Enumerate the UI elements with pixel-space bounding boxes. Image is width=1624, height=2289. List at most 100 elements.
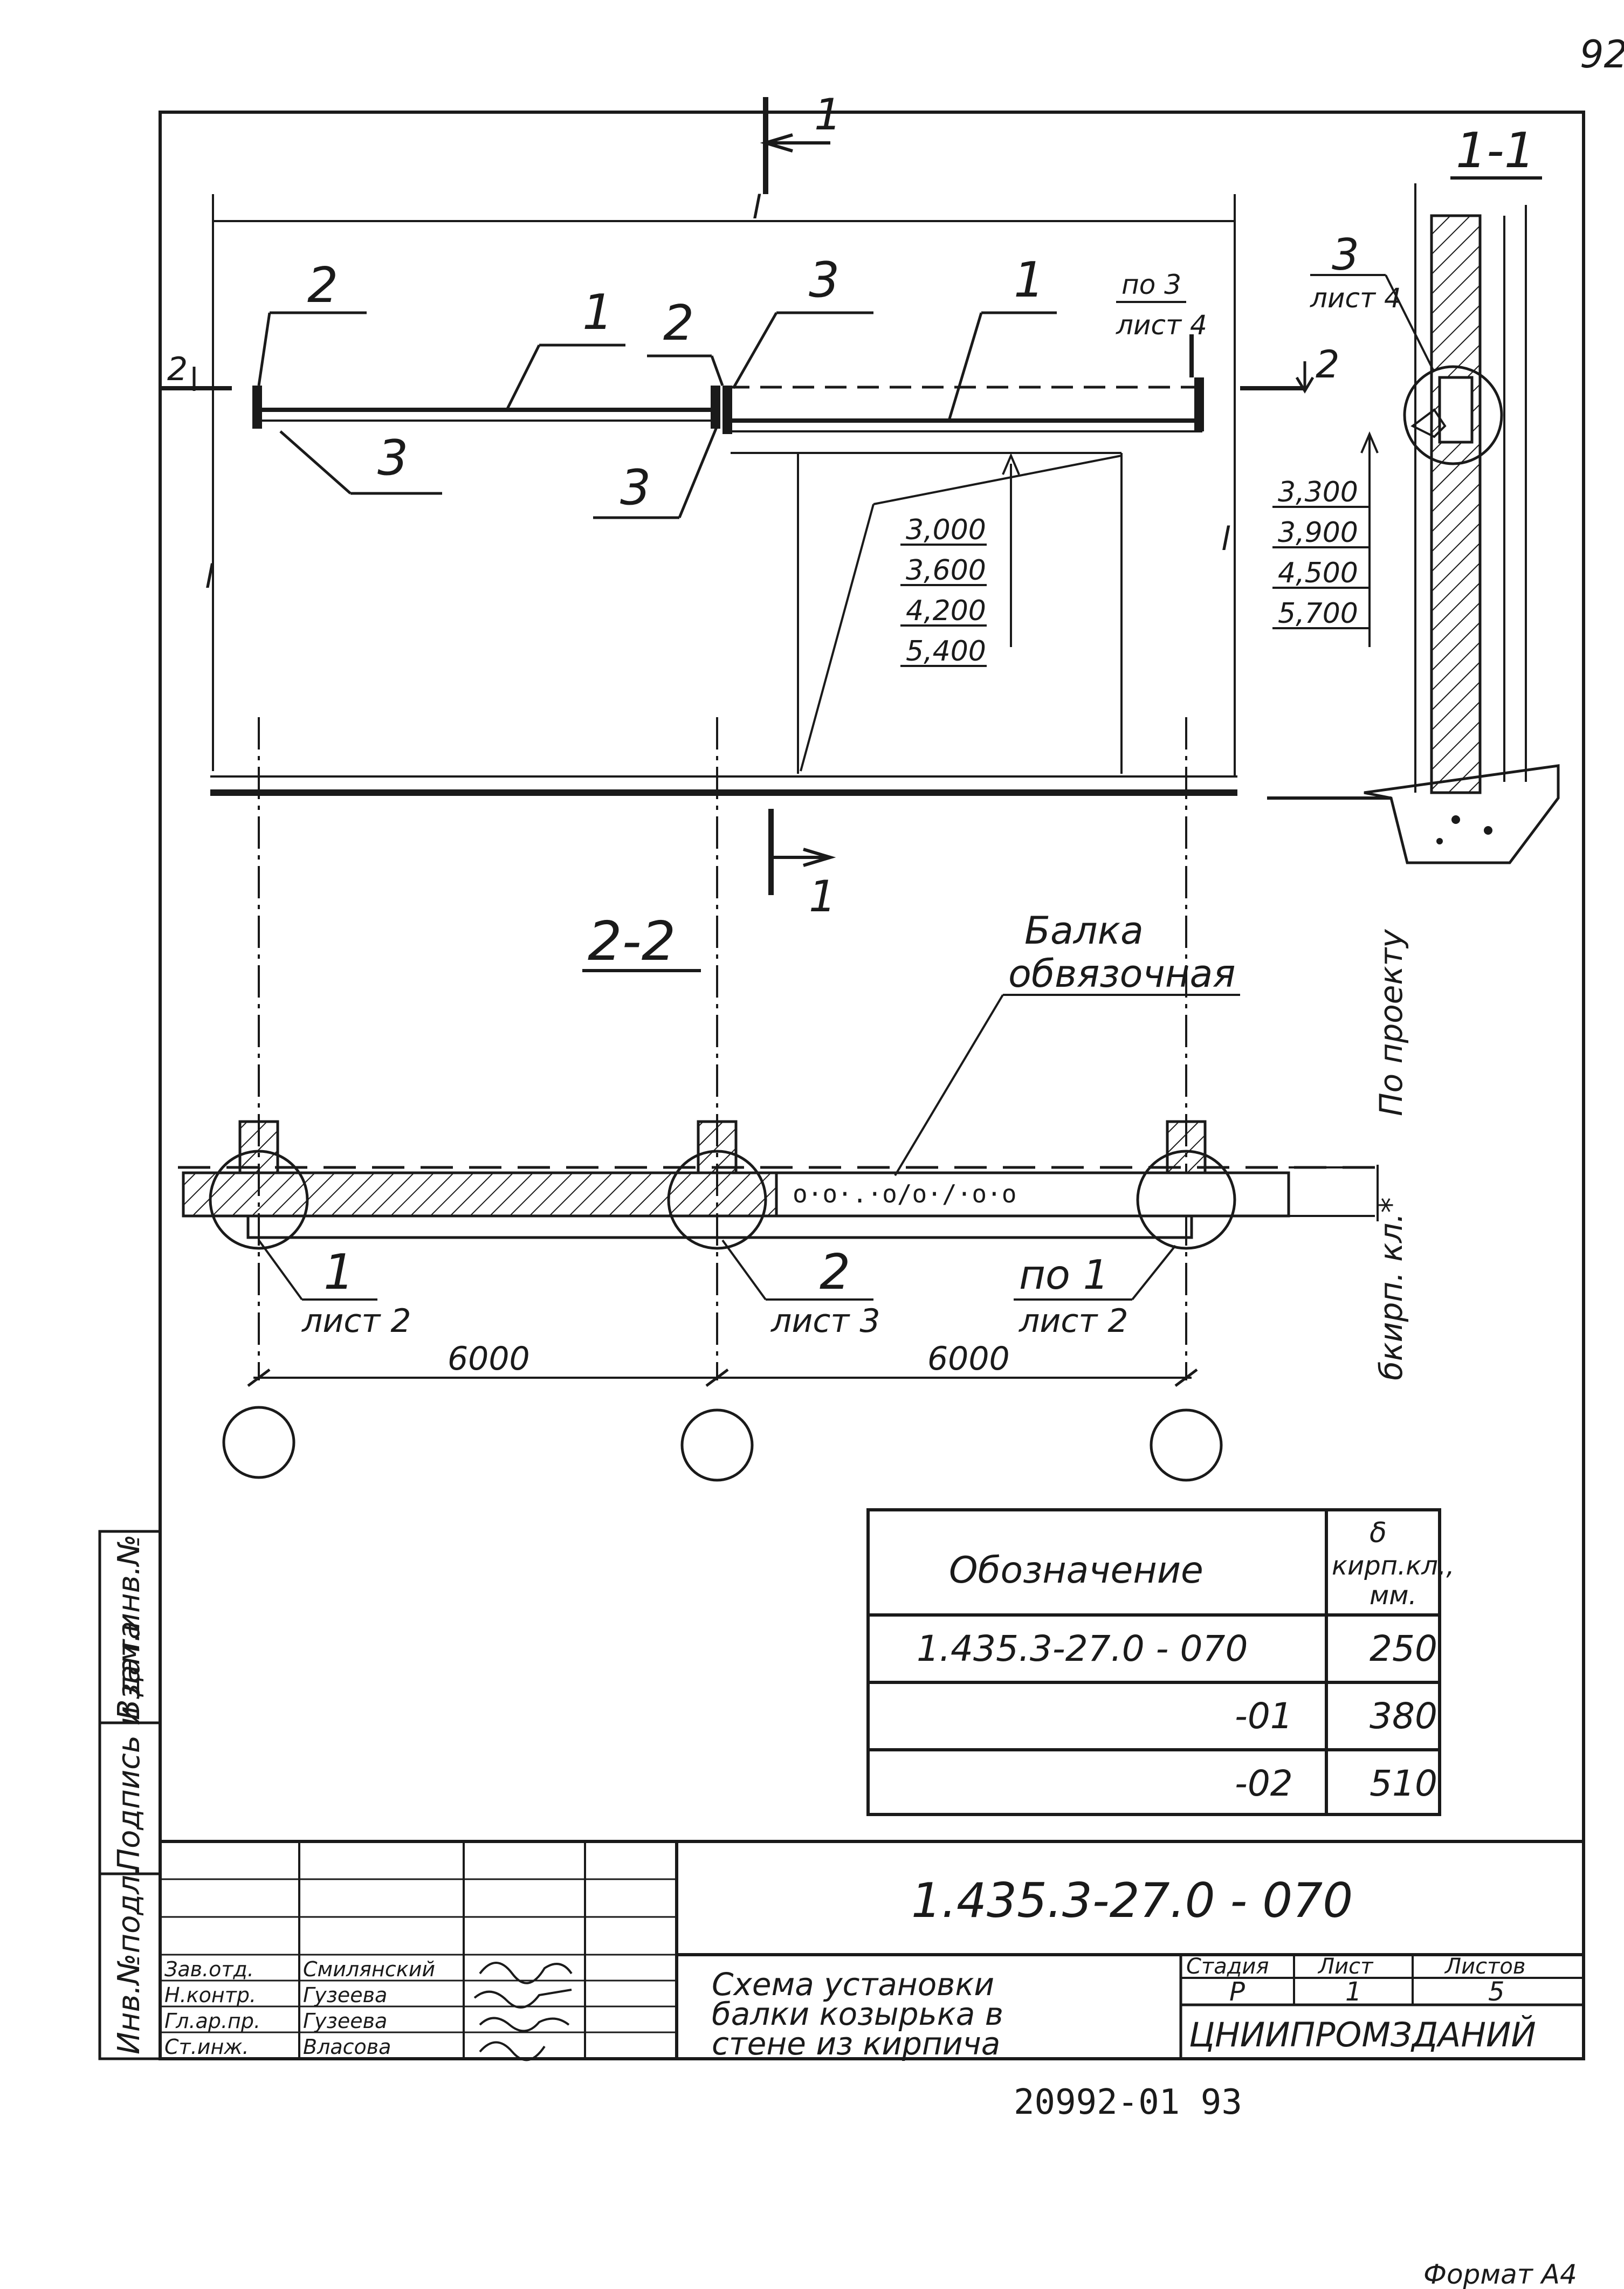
section-2-2-title: 2-2 [588, 910, 676, 973]
sheet-header: Лист [1317, 1954, 1374, 1979]
axis-bubble-2 [680, 1408, 754, 1482]
signature-3 [479, 2017, 570, 2032]
node-1-circle [209, 1150, 309, 1250]
callout-list4: лист 4 [1116, 310, 1207, 341]
brick-wall-section [1430, 214, 1482, 794]
node-2-sheet: лист 3 [770, 1302, 880, 1340]
side-label-brick: бкирп. кл.* [1373, 1197, 1409, 1380]
node-circle-section [1403, 365, 1503, 465]
name-1: Смилянский [303, 1957, 435, 1981]
section-1-1: 1-1 3 лист 4 [1267, 122, 1560, 864]
signature-date-label: Подпись и дата [112, 1621, 147, 1871]
beam-label-2: обвязочная [1008, 952, 1236, 996]
callout-3-mid-bottom: 3 [620, 459, 651, 516]
node-2-number: 2 [820, 1244, 850, 1301]
table-row-1-designation: 1.435.3-27.0 - 070 [917, 1628, 1248, 1669]
foundation-detail [1364, 764, 1560, 864]
sheets-value: 5 [1488, 1977, 1505, 2007]
inv-original-label: Инв.№подл. [112, 1865, 147, 2054]
title-block: Зав.отд. Смилянский Н.контр. Гузеева Гл.… [160, 1840, 1584, 2062]
callout-3-mid-top: 3 [809, 252, 839, 308]
beam-label-1: Балка [1024, 909, 1144, 953]
height-right-3: 4,500 [1278, 557, 1358, 589]
node-3-circle [1136, 1150, 1236, 1250]
node-1-number: 1 [324, 1244, 354, 1301]
left-margin-strip: Инв.№подл. Подпись и дата Взам.инв.№ [98, 1530, 162, 2060]
role-4: Ст.инж. [164, 2035, 249, 2059]
role-2: Н.контр. [164, 1983, 256, 2007]
cut-2-right-label: 2 [1316, 342, 1340, 387]
section-1-1-title: 1-1 [1456, 122, 1535, 179]
signature-2 [473, 1989, 572, 2009]
callout-3-left: 3 [377, 430, 408, 486]
spec-table: Обозначение δ кирп.кл., мм. 1.435.3-27.0… [866, 1508, 1454, 1816]
drawing-title-line-1: Схема установки [712, 1966, 994, 2003]
callout-1-left: 1 [582, 284, 613, 341]
drawing-title-line-2: балки козырька в [712, 1996, 1003, 2032]
node-2-circle [667, 1150, 767, 1250]
role-3: Гл.ар.пр. [164, 2009, 260, 2033]
table-header-brick: кирп.кл., [1332, 1551, 1454, 1581]
table-row-2-designation: -01 [1235, 1695, 1293, 1737]
sheets-header: Листов [1444, 1954, 1525, 1979]
cut-1-bottom-label: 1 [809, 871, 836, 922]
drawing-title-line-3: стене из кирпича [712, 2025, 1000, 2062]
callout-2-mid: 2 [663, 295, 694, 352]
axis-bubble-3 [1150, 1408, 1223, 1482]
height-left-2: 3,600 [906, 554, 986, 587]
table-row-2-thickness: 380 [1370, 1695, 1437, 1737]
section-callout-list4: лист 4 [1310, 283, 1401, 314]
node-3-number: по 1 [1019, 1251, 1109, 1298]
document-code: 1.435.3-27.0 - 070 [911, 1873, 1353, 1928]
height-left-3: 4,200 [906, 595, 986, 627]
callout-1-right: 1 [1014, 252, 1044, 308]
section-2-2: 2-2 o·o·.·o/o·/·o·o Балка обвязочная По … [178, 717, 1409, 1482]
brick-course-hatched [182, 1171, 778, 1218]
left-dim-l: l [205, 558, 214, 596]
role-1: Зав.отд. [164, 1957, 254, 1981]
heights-left: 3,000 3,600 4,200 5,400 [900, 514, 987, 668]
height-right-2: 3,900 [1278, 517, 1358, 549]
table-row-1-thickness: 250 [1370, 1628, 1437, 1669]
side-label-project: По проекту [1373, 929, 1409, 1116]
span-dim-left: 6000 [448, 1340, 530, 1378]
sheet-value: 1 [1345, 1977, 1362, 2007]
replacement-inv-label: Взам.инв.№ [112, 1534, 147, 1720]
height-right-4: 5,700 [1278, 597, 1358, 630]
callout-po3: по 3 [1121, 269, 1181, 300]
archive-number: 20992-01 93 [1014, 2082, 1242, 2122]
table-row-3-designation: -02 [1235, 1763, 1293, 1804]
heights-right: 3,300 3,900 4,500 5,700 [1272, 431, 1379, 647]
callout-2-left: 2 [307, 257, 338, 314]
axis-bubble-1 [222, 1406, 295, 1479]
signature-1 [479, 1962, 573, 1984]
signature-4 [479, 2041, 546, 2061]
span-dim-right: 6000 [927, 1340, 1010, 1378]
concrete-fill-1: o·o·.·o/o·/·o·o [793, 1179, 1016, 1208]
cut-1-top-label: 1 [814, 90, 842, 140]
table-header-mm: мм. [1370, 1580, 1417, 1611]
table-header-designation: Обозначение [949, 1549, 1203, 1592]
section-callout-3: 3 [1332, 230, 1359, 280]
stage-value: Р [1229, 1977, 1245, 2007]
name-3: Гузеева [303, 2009, 387, 2033]
node-1-sheet: лист 2 [301, 1302, 411, 1340]
cut-2-left-label: 2 [167, 350, 188, 388]
format-label: Формат А4 [1423, 2259, 1577, 2289]
table-header-delta: δ [1370, 1517, 1387, 1549]
name-2: Гузеева [303, 1983, 387, 2007]
node-3-sheet: лист 2 [1019, 1302, 1128, 1340]
right-dim-l: l [1221, 520, 1230, 558]
organization-name: ЦНИИПРОМЗДАНИЙ [1189, 2015, 1536, 2054]
drawing-frame [159, 111, 1585, 2060]
page-number: 92 [1580, 32, 1624, 77]
table-row-3-thickness: 510 [1370, 1763, 1437, 1804]
stage-header: Стадия [1186, 1954, 1269, 1979]
elevation-view: 1 l l l 2 [162, 90, 1379, 922]
height-left-1: 3,000 [906, 514, 986, 546]
height-left-4: 5,400 [906, 635, 986, 668]
name-4: Власова [303, 2035, 391, 2059]
top-dim-l: l [752, 189, 761, 226]
height-right-1: 3,300 [1278, 476, 1358, 508]
